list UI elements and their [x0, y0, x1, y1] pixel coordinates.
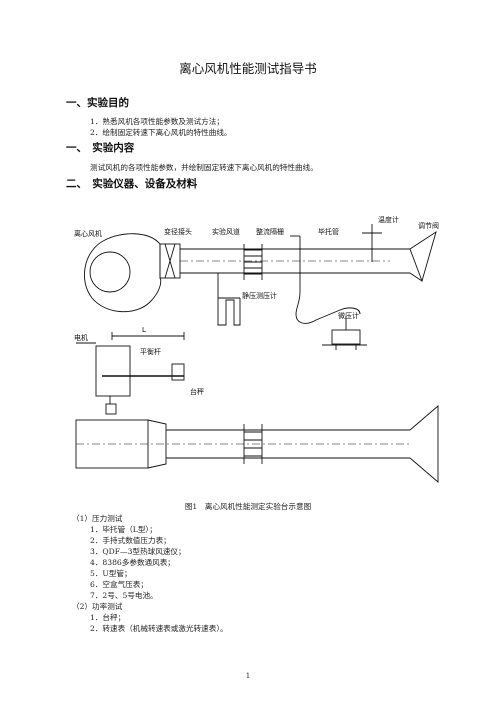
equipment-item: 3．QDF—3型热球风速仪； [90, 547, 186, 556]
equipment-group-2: （2）功率测试 [72, 602, 123, 611]
pitot-tube-upper [290, 235, 361, 324]
motor-assembly [76, 342, 185, 415]
duct-lower [75, 405, 439, 483]
equipment-item: 7．2号、5号电池。 [90, 591, 158, 600]
figure-caption: 图1 离心风机性能测定实验台示意图 [184, 502, 312, 511]
label-length: L [142, 326, 146, 334]
label-pitot: 毕托管 [318, 227, 339, 236]
label-rectifier: 整流隔栅 [256, 227, 284, 236]
label-duct: 实验风道 [212, 227, 240, 236]
label-anemometer: 温度计 [378, 215, 399, 224]
document-title: 离心风机性能测试指导书 [179, 61, 317, 76]
equipment-item: 6．空盒气压表； [90, 580, 148, 589]
label-reducer: 变径接头 [164, 227, 192, 236]
page-number: 1 [245, 672, 251, 680]
content-text: 测试风机的各项性能参数，并绘制固定转速下离心风机的特性曲线。 [90, 163, 318, 172]
label-motor: 电机 [74, 333, 88, 342]
section-heading-equipment: 二、 实验仪器、设备及材料 [66, 178, 198, 190]
micro-pressure-gauge [322, 316, 367, 350]
regulating-valve-upper [409, 230, 437, 283]
label-fan: 离心风机 [74, 229, 102, 238]
dimension-l [111, 332, 185, 340]
equipment-item: 2．转速表（机械转速表或激光转速表）。 [90, 624, 228, 633]
label-valve: 调节阀 [418, 221, 439, 230]
label-lever: 平衡杆 [140, 347, 161, 356]
label-scale: 台秤 [190, 387, 204, 396]
equipment-item: 1．台秤； [90, 613, 126, 622]
label-static-gauge: 静压测压计 [242, 291, 277, 300]
purpose-item-2: 2．绘制固定转速下离心风机的特性曲线。 [90, 128, 232, 137]
static-pressure-gauge [217, 273, 241, 326]
reducer-upper [159, 243, 181, 279]
section-heading-content: 一、 实验内容 [66, 142, 135, 154]
centrifugal-fan-upper [84, 233, 162, 313]
equipment-item: 2．手持式数值压力表； [90, 536, 171, 545]
purpose-item-1: 1．熟悉风机各项性能参数及测试方法； [90, 117, 224, 126]
duct-upper [180, 248, 410, 274]
section-heading-purpose: 一、实验目的 [66, 97, 129, 109]
equipment-item: 4．8386多参数通风表； [90, 558, 175, 567]
equipment-item: 5．U型管； [90, 569, 132, 578]
rectifier-grid-upper [243, 244, 263, 280]
label-micro-gauge: 微压计 [338, 311, 359, 320]
equipment-group-1: （1）压力测试 [72, 514, 123, 523]
thermometer-rod [362, 224, 382, 262]
equipment-item: 1．毕托管（L型）； [90, 525, 157, 534]
